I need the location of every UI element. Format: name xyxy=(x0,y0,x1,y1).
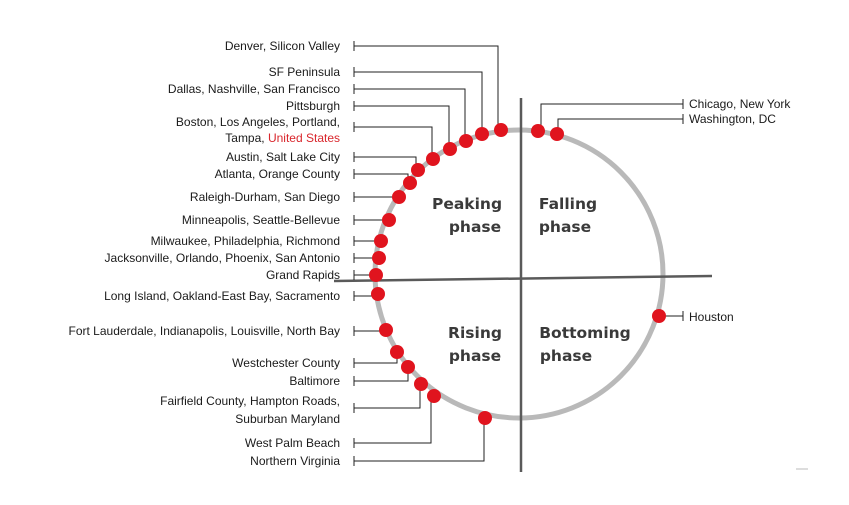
leader-lines xyxy=(353,41,684,466)
dot-raleigh[interactable] xyxy=(392,190,406,204)
label-dallas: Dallas, Nashville, San Francisco xyxy=(168,82,340,96)
horizontal-axis xyxy=(333,274,713,283)
leader-chicago xyxy=(540,103,683,130)
dot-long-island[interactable] xyxy=(371,287,385,301)
dot-boston[interactable] xyxy=(426,152,440,166)
label-boston-line2: Tampa, United States xyxy=(225,131,340,145)
label-austin: Austin, Salt Lake City xyxy=(226,150,340,164)
market-labels: Denver, Silicon Valley SF Peninsula Dall… xyxy=(69,39,792,468)
label-northern-virginia: Northern Virginia xyxy=(250,454,340,468)
dot-washington[interactable] xyxy=(550,127,564,141)
label-chicago: Chicago, New York xyxy=(689,97,791,111)
dot-fort-lauderdale[interactable] xyxy=(379,323,393,337)
leader-boston xyxy=(354,126,433,157)
label-atlanta: Atlanta, Orange County xyxy=(215,167,340,181)
dot-baltimore[interactable] xyxy=(401,360,415,374)
dot-fairfield[interactable] xyxy=(414,377,428,391)
leader-northern-virginia xyxy=(354,420,485,462)
dot-pittsburgh[interactable] xyxy=(443,142,457,156)
dot-houston[interactable] xyxy=(652,309,666,323)
dot-dallas[interactable] xyxy=(459,134,473,148)
label-westchester: Westchester County xyxy=(232,356,340,370)
leader-sf-peninsula xyxy=(354,71,483,131)
dot-sf-peninsula[interactable] xyxy=(475,127,489,141)
label-denver: Denver, Silicon Valley xyxy=(225,39,340,53)
label-sf-peninsula: SF Peninsula xyxy=(269,65,341,79)
label-united-states: United States xyxy=(268,131,340,145)
label-baltimore: Baltimore xyxy=(289,374,340,388)
label-west-palm: West Palm Beach xyxy=(245,436,340,450)
label-minneapolis: Minneapolis, Seattle-Bellevue xyxy=(182,213,340,227)
label-pittsburgh: Pittsburgh xyxy=(286,99,340,113)
leader-atlanta xyxy=(354,173,409,181)
label-fort-lauderdale: Fort Lauderdale, Indianapolis, Louisvill… xyxy=(69,324,341,338)
dot-westchester[interactable] xyxy=(390,345,404,359)
label-houston: Houston xyxy=(689,310,734,324)
label-boston-line1: Boston, Los Angeles, Portland, xyxy=(176,115,340,129)
dot-denver[interactable] xyxy=(494,123,508,137)
leader-denver xyxy=(354,45,499,128)
label-washington: Washington, DC xyxy=(689,112,776,126)
leader-westchester xyxy=(354,354,398,364)
dot-northern-virginia[interactable] xyxy=(478,411,492,425)
market-dots xyxy=(369,123,666,425)
dot-minneapolis[interactable] xyxy=(382,213,396,227)
leader-austin xyxy=(354,156,417,169)
dot-atlanta[interactable] xyxy=(403,176,417,190)
leader-dallas xyxy=(354,88,466,138)
dot-jacksonville[interactable] xyxy=(372,251,386,265)
leader-washington xyxy=(557,118,683,132)
dot-austin[interactable] xyxy=(411,163,425,177)
dot-west-palm[interactable] xyxy=(427,389,441,403)
dot-chicago[interactable] xyxy=(531,124,545,138)
label-milwaukee: Milwaukee, Philadelphia, Richmond xyxy=(151,234,340,248)
label-fairfield-line1: Fairfield County, Hampton Roads, xyxy=(160,394,340,408)
leader-west-palm xyxy=(354,398,432,444)
leader-baltimore xyxy=(354,369,409,382)
dot-milwaukee[interactable] xyxy=(374,234,388,248)
leader-fairfield xyxy=(354,386,421,409)
dot-grand-rapids[interactable] xyxy=(369,268,383,282)
label-jacksonville: Jacksonville, Orlando, Phoenix, San Anto… xyxy=(105,251,341,265)
label-fairfield-line2: Suburban Maryland xyxy=(235,412,340,426)
label-grand-rapids: Grand Rapids xyxy=(266,268,340,282)
label-long-island: Long Island, Oakland-East Bay, Sacrament… xyxy=(104,289,340,303)
label-raleigh: Raleigh-Durham, San Diego xyxy=(190,190,340,204)
leader-pittsburgh xyxy=(354,105,450,147)
